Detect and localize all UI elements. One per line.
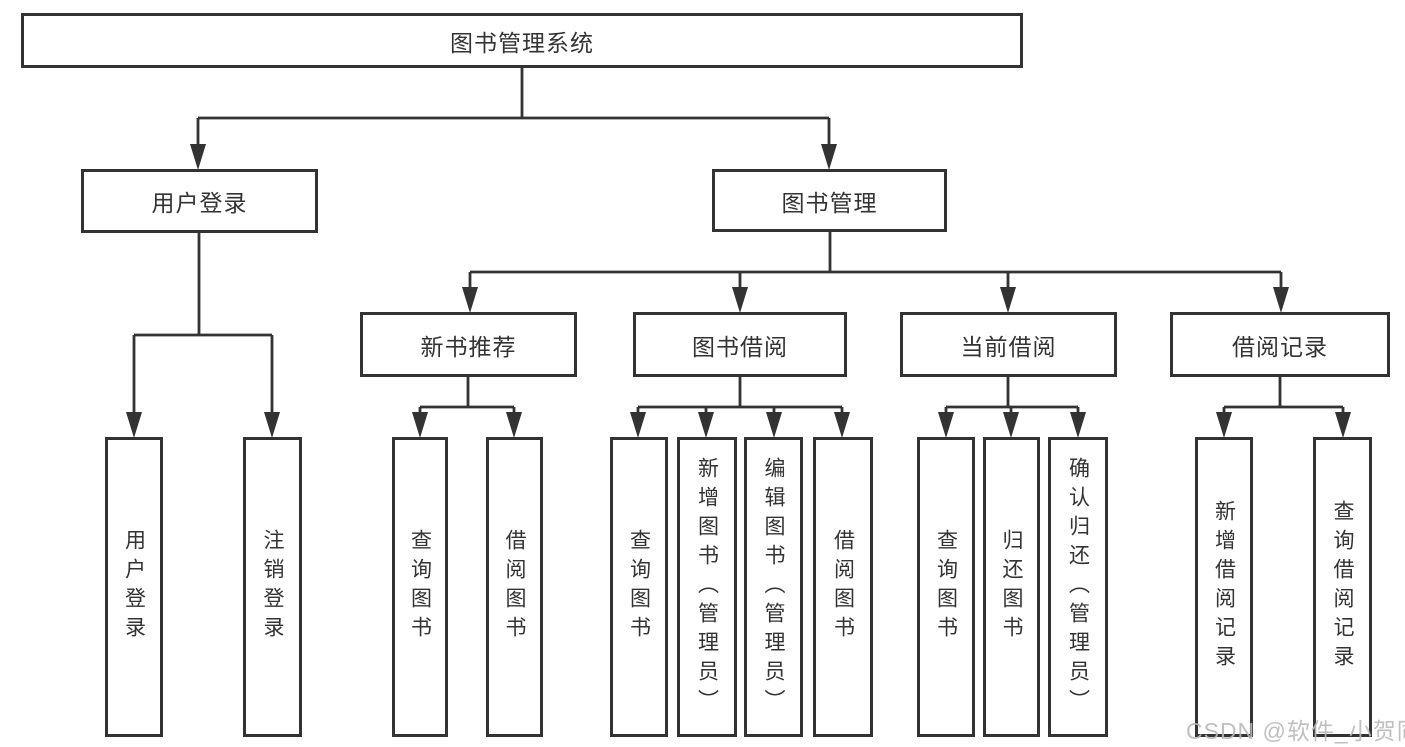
leaf-add-borrow-record: 新增借阅记录 <box>1195 437 1253 737</box>
leaf-query-borrow-record-label: 查询借阅记录 <box>1331 500 1354 674</box>
leaf-current-query-books: 查询图书 <box>917 437 975 737</box>
leaf-add-book-admin: 新增图书（管理员） <box>677 437 737 737</box>
leaf-newbook-query-books: 查询图书 <box>392 437 448 737</box>
leaf-user-login-label: 用户登录 <box>122 529 146 645</box>
leaf-confirm-return-admin: 确认归还（管理员） <box>1048 437 1108 737</box>
leaf-user-login: 用户登录 <box>105 437 163 737</box>
node-borrow-records: 借阅记录 <box>1170 312 1390 377</box>
leaf-add-borrow-record-label: 新增借阅记录 <box>1212 500 1236 674</box>
leaf-confirm-return-admin-label: 确认归还（管理员） <box>1066 456 1090 718</box>
leaf-borrow-query-books: 查询图书 <box>610 437 668 737</box>
leaf-return-books-label: 归还图书 <box>1000 529 1023 645</box>
leaf-newbook-borrow-books: 借阅图书 <box>486 437 543 737</box>
csdn-watermark: CSDN @软件_小贺同学 <box>1186 718 1405 744</box>
leaf-borrow-books: 借阅图书 <box>813 437 873 737</box>
node-current-borrow-label: 当前借阅 <box>960 333 1057 360</box>
leaf-newbook-borrow-books-label: 借阅图书 <box>503 529 526 645</box>
node-borrow-records-label: 借阅记录 <box>1232 333 1328 360</box>
node-user-login: 用户登录 <box>81 169 318 233</box>
node-new-book-recommend: 新书推荐 <box>360 312 577 377</box>
node-book-management-label: 图书管理 <box>781 189 878 216</box>
node-new-book-recommend-label: 新书推荐 <box>420 333 517 360</box>
node-book-management: 图书管理 <box>712 169 947 232</box>
leaf-query-borrow-record: 查询借阅记录 <box>1313 437 1372 737</box>
node-root-label: 图书管理系统 <box>450 29 594 56</box>
node-current-borrow: 当前借阅 <box>900 312 1117 377</box>
leaf-edit-book-admin-label: 编辑图书（管理员） <box>762 456 785 718</box>
leaf-logout: 注销登录 <box>243 437 302 737</box>
node-root: 图书管理系统 <box>21 13 1023 68</box>
leaf-newbook-query-books-label: 查询图书 <box>408 529 432 645</box>
leaf-return-books: 归还图书 <box>983 437 1040 737</box>
node-book-borrow-label: 图书借阅 <box>692 333 788 360</box>
leaf-edit-book-admin: 编辑图书（管理员） <box>744 437 803 737</box>
node-user-login-label: 用户登录 <box>151 190 248 216</box>
leaf-borrow-books-label: 借阅图书 <box>831 529 855 645</box>
leaf-add-book-admin-label: 新增图书（管理员） <box>695 456 719 718</box>
node-book-borrow: 图书借阅 <box>633 312 847 377</box>
leaf-borrow-query-books-label: 查询图书 <box>627 529 651 645</box>
leaf-current-query-books-label: 查询图书 <box>934 529 958 645</box>
leaf-logout-label: 注销登录 <box>261 529 284 645</box>
